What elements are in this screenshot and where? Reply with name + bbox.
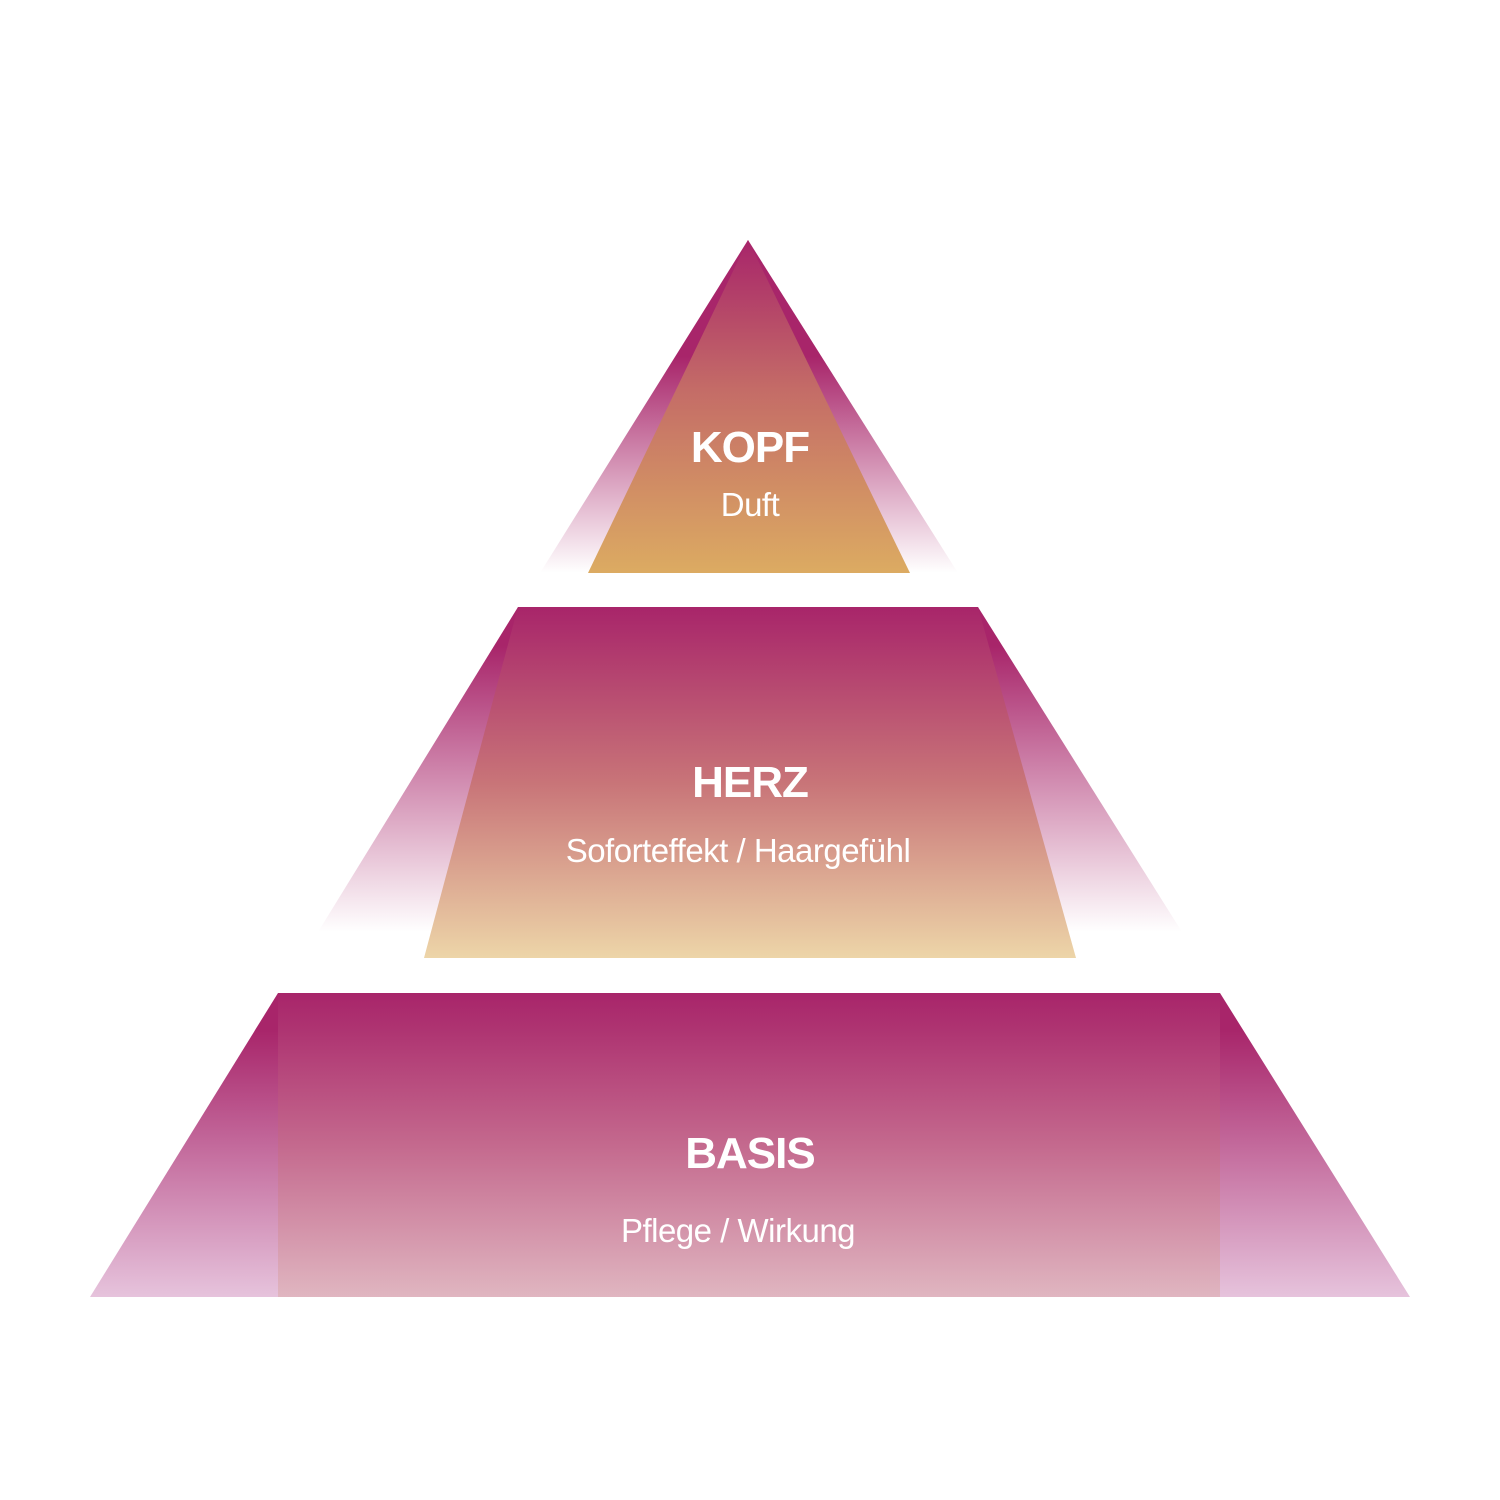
tier-kopf-inner-shape bbox=[588, 240, 910, 573]
tier-basis: BASIS Pflege / Wirkung bbox=[90, 993, 1410, 1297]
tier-herz-inner-shape bbox=[424, 607, 1076, 958]
tier-basis-subtitle: Pflege / Wirkung bbox=[621, 1212, 855, 1249]
tier-herz: HERZ Soforteffekt / Haargefühl bbox=[318, 607, 1182, 958]
tier-herz-title: HERZ bbox=[692, 758, 808, 807]
tier-kopf: KOPF Duft bbox=[540, 240, 958, 573]
tier-herz-subtitle: Soforteffekt / Haargefühl bbox=[566, 832, 911, 869]
tier-basis-inner-shape bbox=[278, 993, 1220, 1297]
tier-kopf-title: KOPF bbox=[691, 423, 809, 472]
tier-kopf-subtitle: Duft bbox=[721, 486, 780, 523]
tier-basis-title: BASIS bbox=[685, 1129, 814, 1178]
